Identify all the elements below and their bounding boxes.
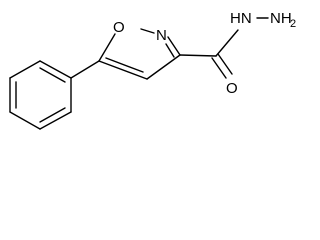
aromatic-inner-bond: [165, 43, 175, 58]
carbonyl-oxygen-label: O: [226, 80, 238, 97]
phenyl-ring: [9, 60, 72, 130]
aromatic-inner-bond: [39, 67, 66, 83]
bond: [98, 33, 116, 62]
bond: [167, 36, 181, 56]
isoxazole-ring: [98, 28, 181, 80]
hydrazide-nh-label: HN: [230, 10, 252, 27]
ring-oxygen-label: O: [113, 19, 125, 36]
ring-nitrogen-label: N: [156, 27, 167, 44]
carbonyl-double-bond: [211, 57, 227, 79]
phenyl-isoxazole-bond: [70, 60, 100, 79]
ring-carbonyl-bond: [179, 54, 217, 57]
bond: [39, 111, 72, 130]
bond: [98, 60, 148, 80]
bond: [9, 111, 41, 130]
aromatic-inner-bond: [105, 57, 144, 73]
bond: [140, 28, 155, 34]
molecule-structure: O N O HN NH 2: [9, 10, 296, 130]
bond: [9, 60, 41, 79]
amide-bond: [215, 29, 239, 57]
hydrazide-nh2-label: NH: [270, 10, 292, 27]
bond: [146, 54, 181, 80]
bond: [39, 60, 72, 79]
aromatic-inner-bond: [39, 107, 66, 123]
carbonyl-double-bond: [217, 53, 233, 75]
nh2-subscript: 2: [290, 18, 296, 30]
